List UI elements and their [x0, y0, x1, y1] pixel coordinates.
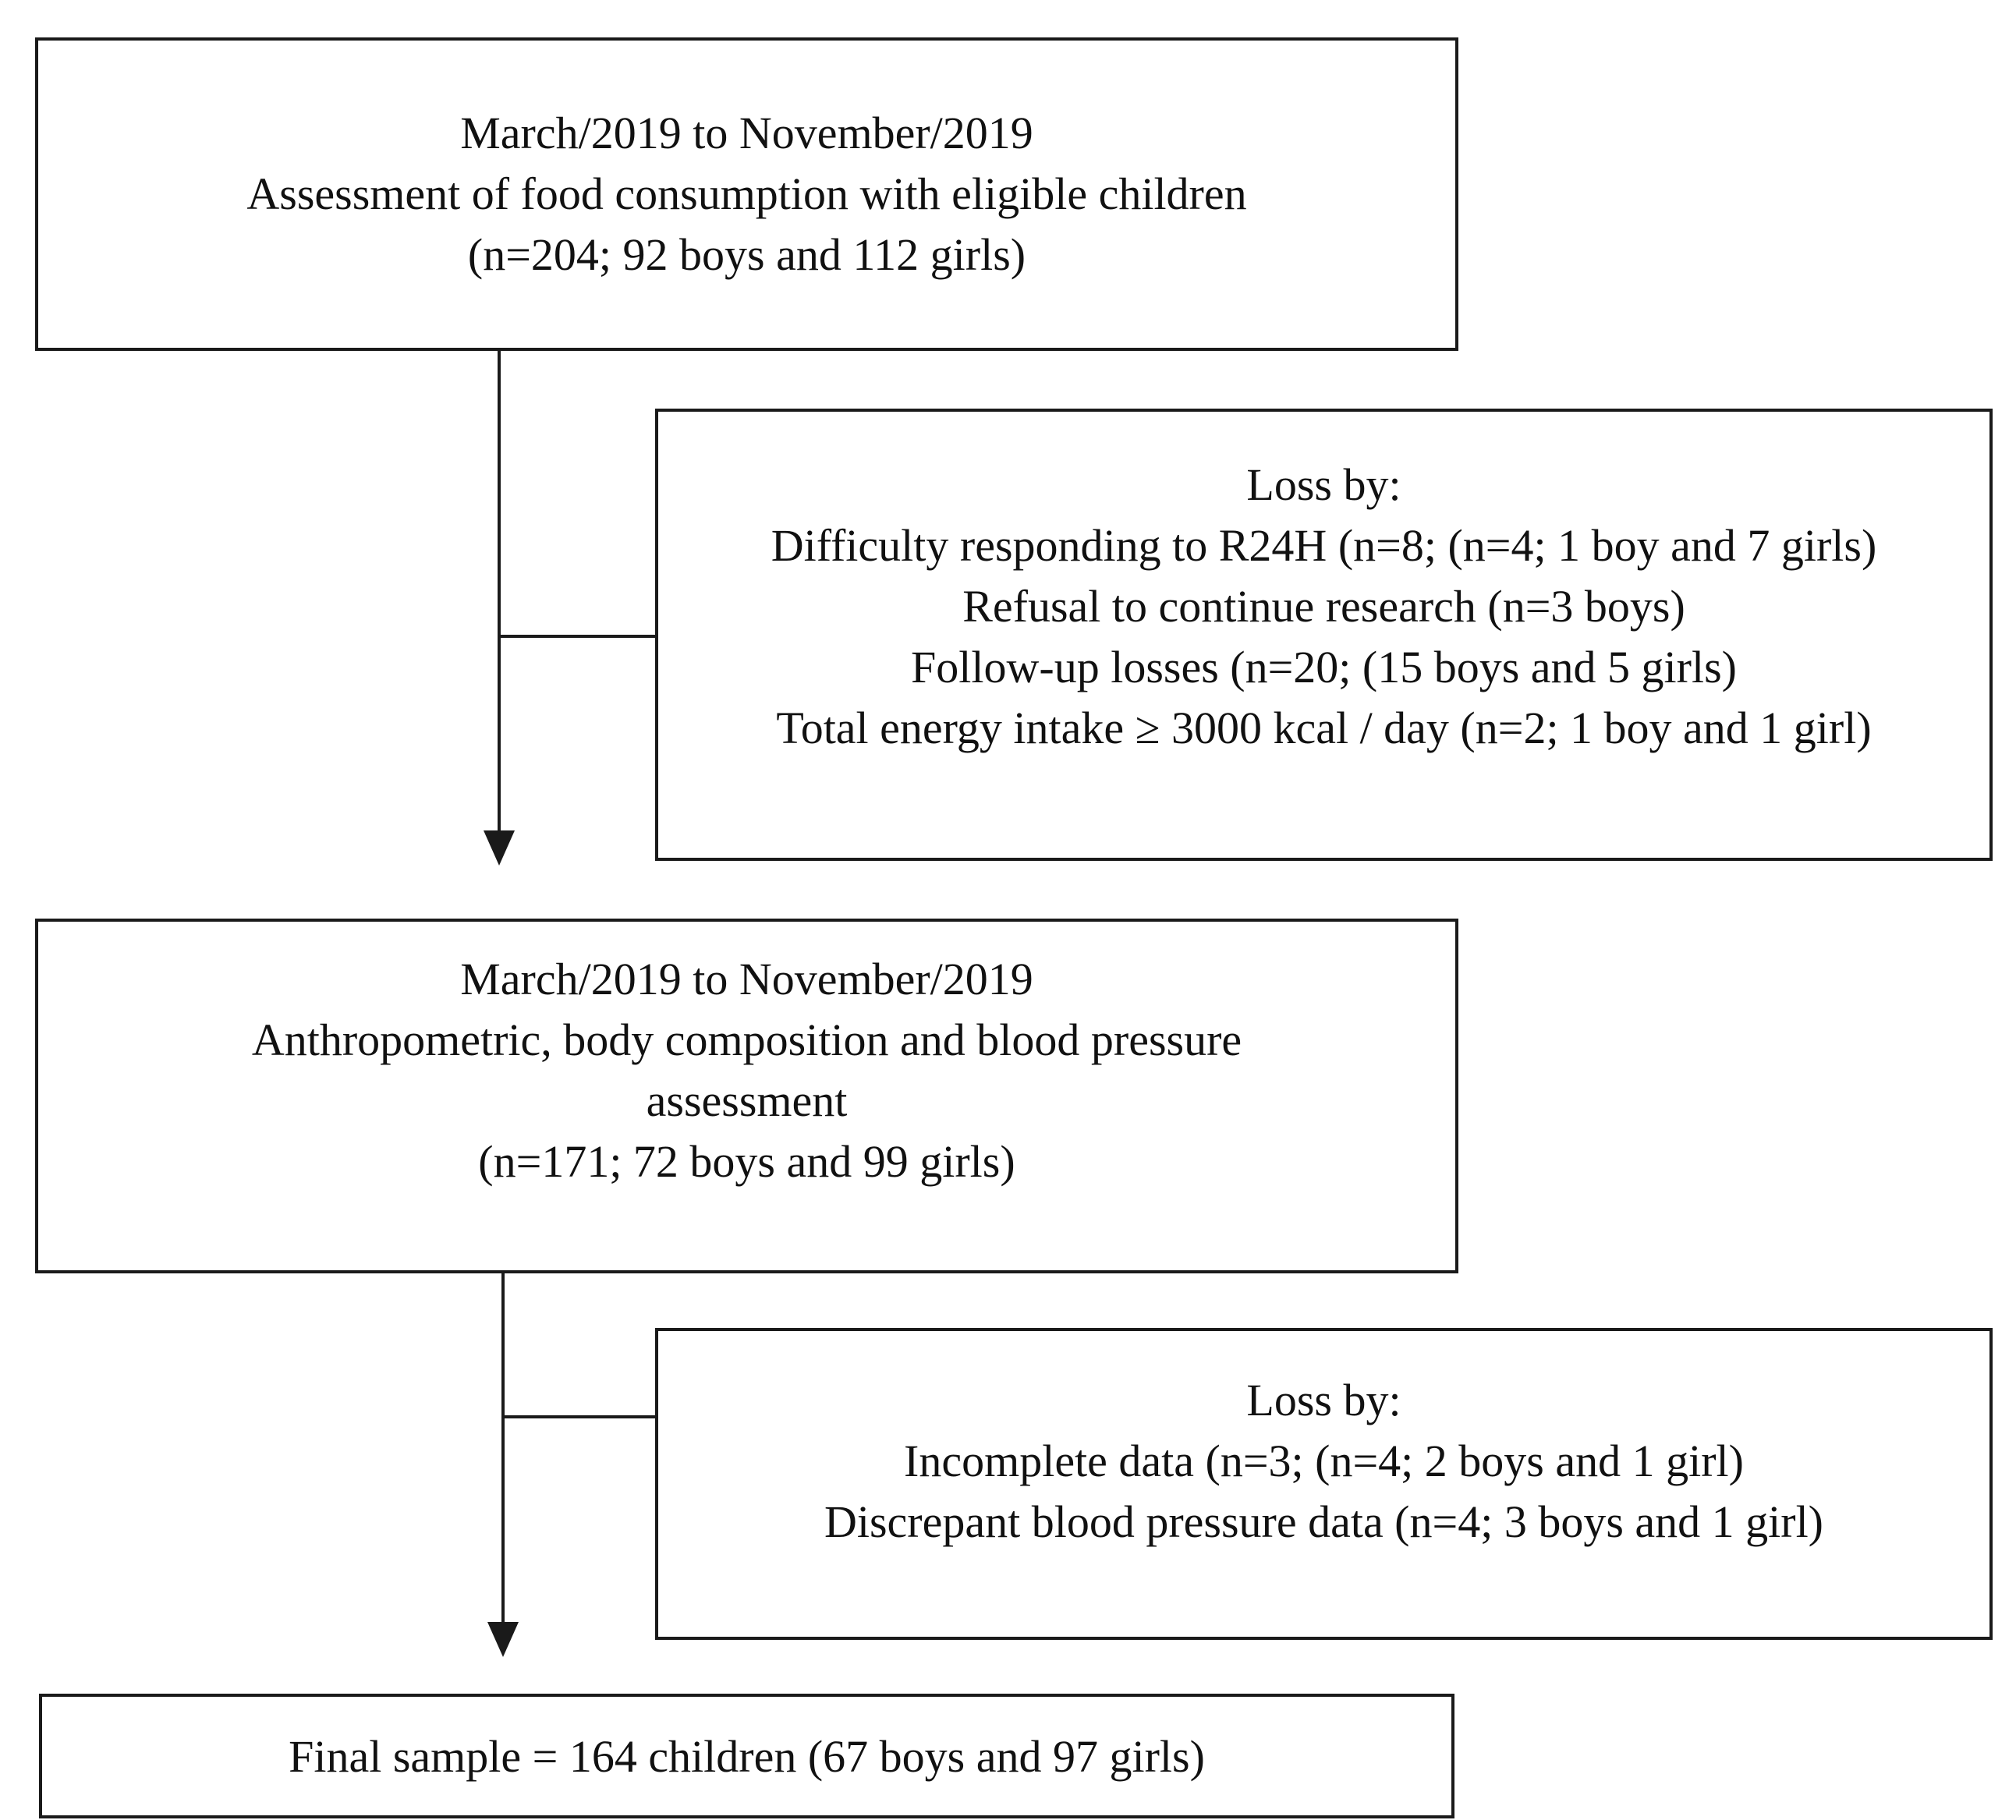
stage-count: (n=204; 92 boys and 112 girls) [467, 229, 1026, 280]
stage-description-continued: assessment [646, 1075, 848, 1126]
stage-period: March/2019 to November/2019 [460, 108, 1033, 158]
loss-reason: Incomplete data (n=3; (n=4; 2 boys and 1… [904, 1436, 1744, 1486]
stage-count: (n=171; 72 boys and 99 girls) [478, 1136, 1015, 1187]
loss-reason: Discrepant blood pressure data (n=4; 3 b… [824, 1496, 1823, 1547]
loss-heading: Loss by: [1246, 459, 1401, 510]
stage-food-consumption-box: March/2019 to November/2019 Assessment o… [35, 37, 1458, 351]
stage-description: Anthropometric, body composition and blo… [251, 1014, 1242, 1065]
loss-reason: Follow-up losses (n=20; (15 boys and 5 g… [911, 642, 1737, 692]
arrow-down-icon [487, 1622, 519, 1657]
final-sample-box: Final sample = 164 children (67 boys and… [39, 1694, 1454, 1818]
loss-reason: Refusal to continue research (n=3 boys) [962, 581, 1685, 632]
loss-box-2: Loss by: Incomplete data (n=3; (n=4; 2 b… [655, 1328, 1993, 1640]
stage-period: March/2019 to November/2019 [460, 954, 1033, 1004]
loss-heading: Loss by: [1246, 1375, 1401, 1425]
arrow-down-icon [484, 830, 515, 866]
loss-reason: Total energy intake ≥ 3000 kcal / day (n… [776, 703, 1872, 753]
final-sample-text: Final sample = 164 children (67 boys and… [289, 1731, 1205, 1782]
stage-description: Assessment of food consumption with elig… [246, 168, 1247, 219]
stage-anthropometric-box: March/2019 to November/2019 Anthropometr… [35, 919, 1458, 1273]
loss-box-1: Loss by: Difficulty responding to R24H (… [655, 409, 1993, 861]
loss-reason: Difficulty responding to R24H (n=8; (n=4… [771, 520, 1877, 571]
